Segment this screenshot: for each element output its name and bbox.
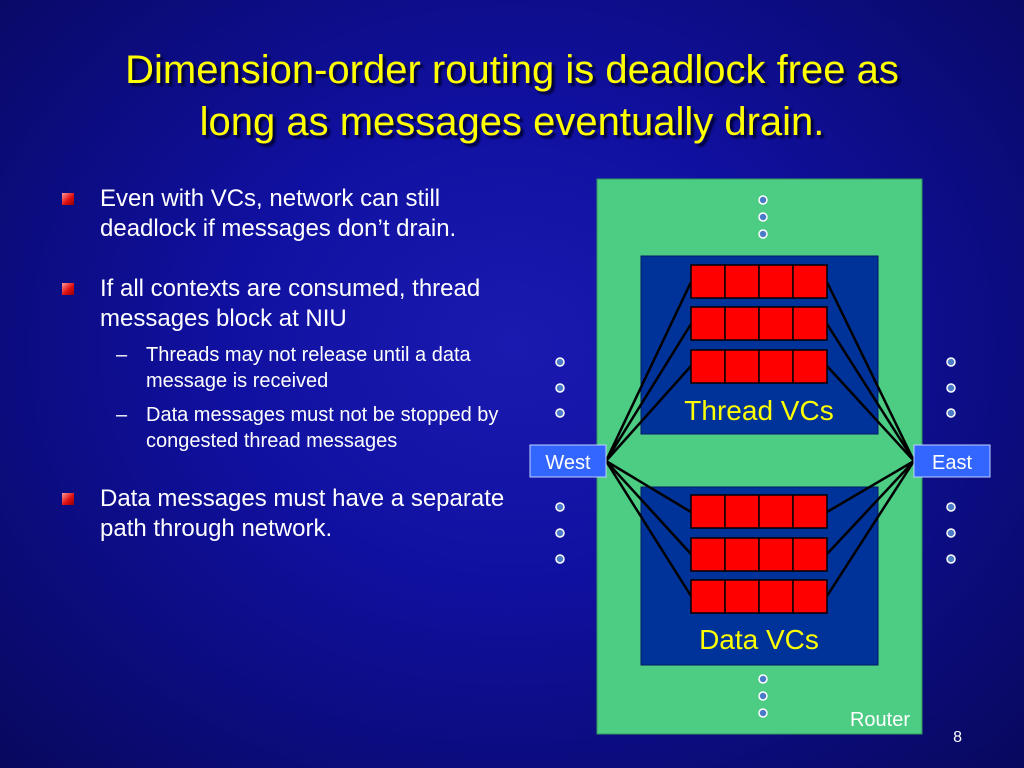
bullet-item: Even with VCs, network can still deadloc… [60, 184, 510, 244]
connection-lines [604, 281, 916, 597]
vc-buffer [690, 306, 828, 341]
sub-bullet-text: Threads may not release until a data mes… [146, 344, 471, 392]
bullet-item: If all contexts are consumed, thread mes… [60, 274, 510, 334]
vc-buffer [690, 537, 828, 572]
vc-buffer [690, 264, 828, 299]
ellipsis-east-lower-icon [946, 502, 956, 564]
bullet-text: Even with VCs, network can still deadloc… [100, 185, 457, 242]
data-vc-buffers [690, 494, 828, 614]
title-line-1: Dimension-order routing is deadlock free… [125, 48, 899, 92]
vc-buffer [690, 349, 828, 384]
connection-line [826, 365, 915, 462]
bullet-text: Data messages must have a separate path … [100, 485, 505, 542]
data-vcs-label: Data VCs [699, 624, 819, 655]
slide-title: Dimension-order routing is deadlock free… [40, 44, 984, 148]
title-line-2: long as messages eventually drain. [199, 100, 825, 144]
west-label: West [545, 452, 591, 474]
connection-line [825, 460, 916, 597]
page-number: 8 [953, 729, 962, 746]
bullet-item: Data messages must have a separate path … [60, 484, 510, 544]
dash-icon: – [116, 344, 128, 366]
connection-line [825, 323, 916, 462]
ellipsis-dots [555, 195, 956, 718]
sub-bullet-item: – Threads may not release until a data m… [60, 342, 510, 394]
vc-buffer [690, 494, 828, 529]
router-label: Router [850, 709, 910, 731]
ellipsis-west-lower-icon [555, 502, 565, 564]
connection-line [605, 460, 692, 555]
bullet-square-icon [62, 493, 74, 505]
east-port [913, 444, 991, 478]
thread-vcs-label: Thread VCs [684, 395, 833, 426]
sub-bullet-item: – Data messages must not be stopped by c… [60, 402, 510, 454]
connection-line [826, 460, 915, 555]
vc-buffer [690, 579, 828, 614]
sub-bullet-text: Data messages must not be stopped by con… [146, 404, 499, 452]
west-port [529, 444, 607, 478]
connection-line [825, 281, 916, 462]
connection-line [605, 365, 692, 462]
bullet-list: Even with VCs, network can still deadloc… [60, 184, 510, 574]
dash-icon: – [116, 404, 128, 426]
sub-bullet-list: – Threads may not release until a data m… [60, 342, 510, 454]
connection-line [605, 459, 692, 514]
ellipsis-east-upper-icon [946, 357, 956, 418]
east-label: East [932, 452, 972, 474]
thread-vc-buffers [690, 264, 828, 384]
bullet-text: If all contexts are consumed, thread mes… [100, 275, 481, 332]
connection-line [826, 459, 915, 514]
ellipsis-top-icon [758, 195, 768, 239]
ellipsis-west-upper-icon [555, 357, 565, 418]
connection-line [604, 281, 693, 462]
ellipsis-bottom-icon [758, 674, 768, 718]
connection-line [604, 460, 693, 597]
bullet-square-icon [62, 283, 74, 295]
bullet-square-icon [62, 193, 74, 205]
connection-line [604, 323, 693, 462]
